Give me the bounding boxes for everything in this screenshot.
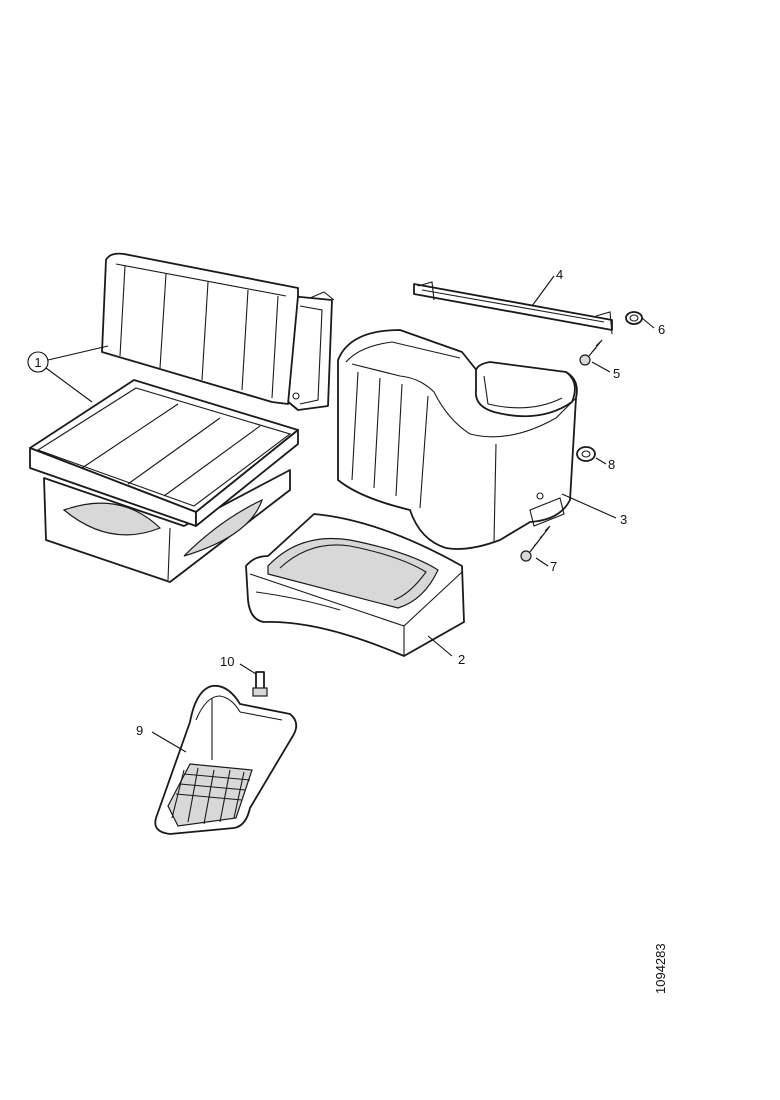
- callout-2: 2: [458, 652, 465, 667]
- callout-3: 3: [620, 512, 627, 527]
- plug-6: [625, 311, 643, 325]
- cooler-box: [337, 329, 578, 550]
- footrest: [154, 684, 298, 835]
- callout-9: 9: [136, 723, 143, 738]
- callout-8: 8: [608, 457, 615, 472]
- leader-lines: [27, 275, 655, 753]
- plug-8: [576, 446, 596, 462]
- callout-1: 1: [34, 355, 41, 370]
- callout-7: 7: [550, 559, 557, 574]
- bench-seat: [29, 252, 335, 583]
- figure-reference-number: 1094283: [653, 943, 668, 994]
- bolt-10: [252, 671, 268, 697]
- callout-4: 4: [556, 267, 563, 282]
- callout-10: 10: [220, 654, 234, 669]
- rail: [413, 281, 613, 335]
- seat-cushion: [245, 513, 465, 657]
- screw-5: [579, 339, 603, 366]
- screw-7: [520, 525, 551, 562]
- callout-6: 6: [658, 322, 665, 337]
- callout-5: 5: [613, 366, 620, 381]
